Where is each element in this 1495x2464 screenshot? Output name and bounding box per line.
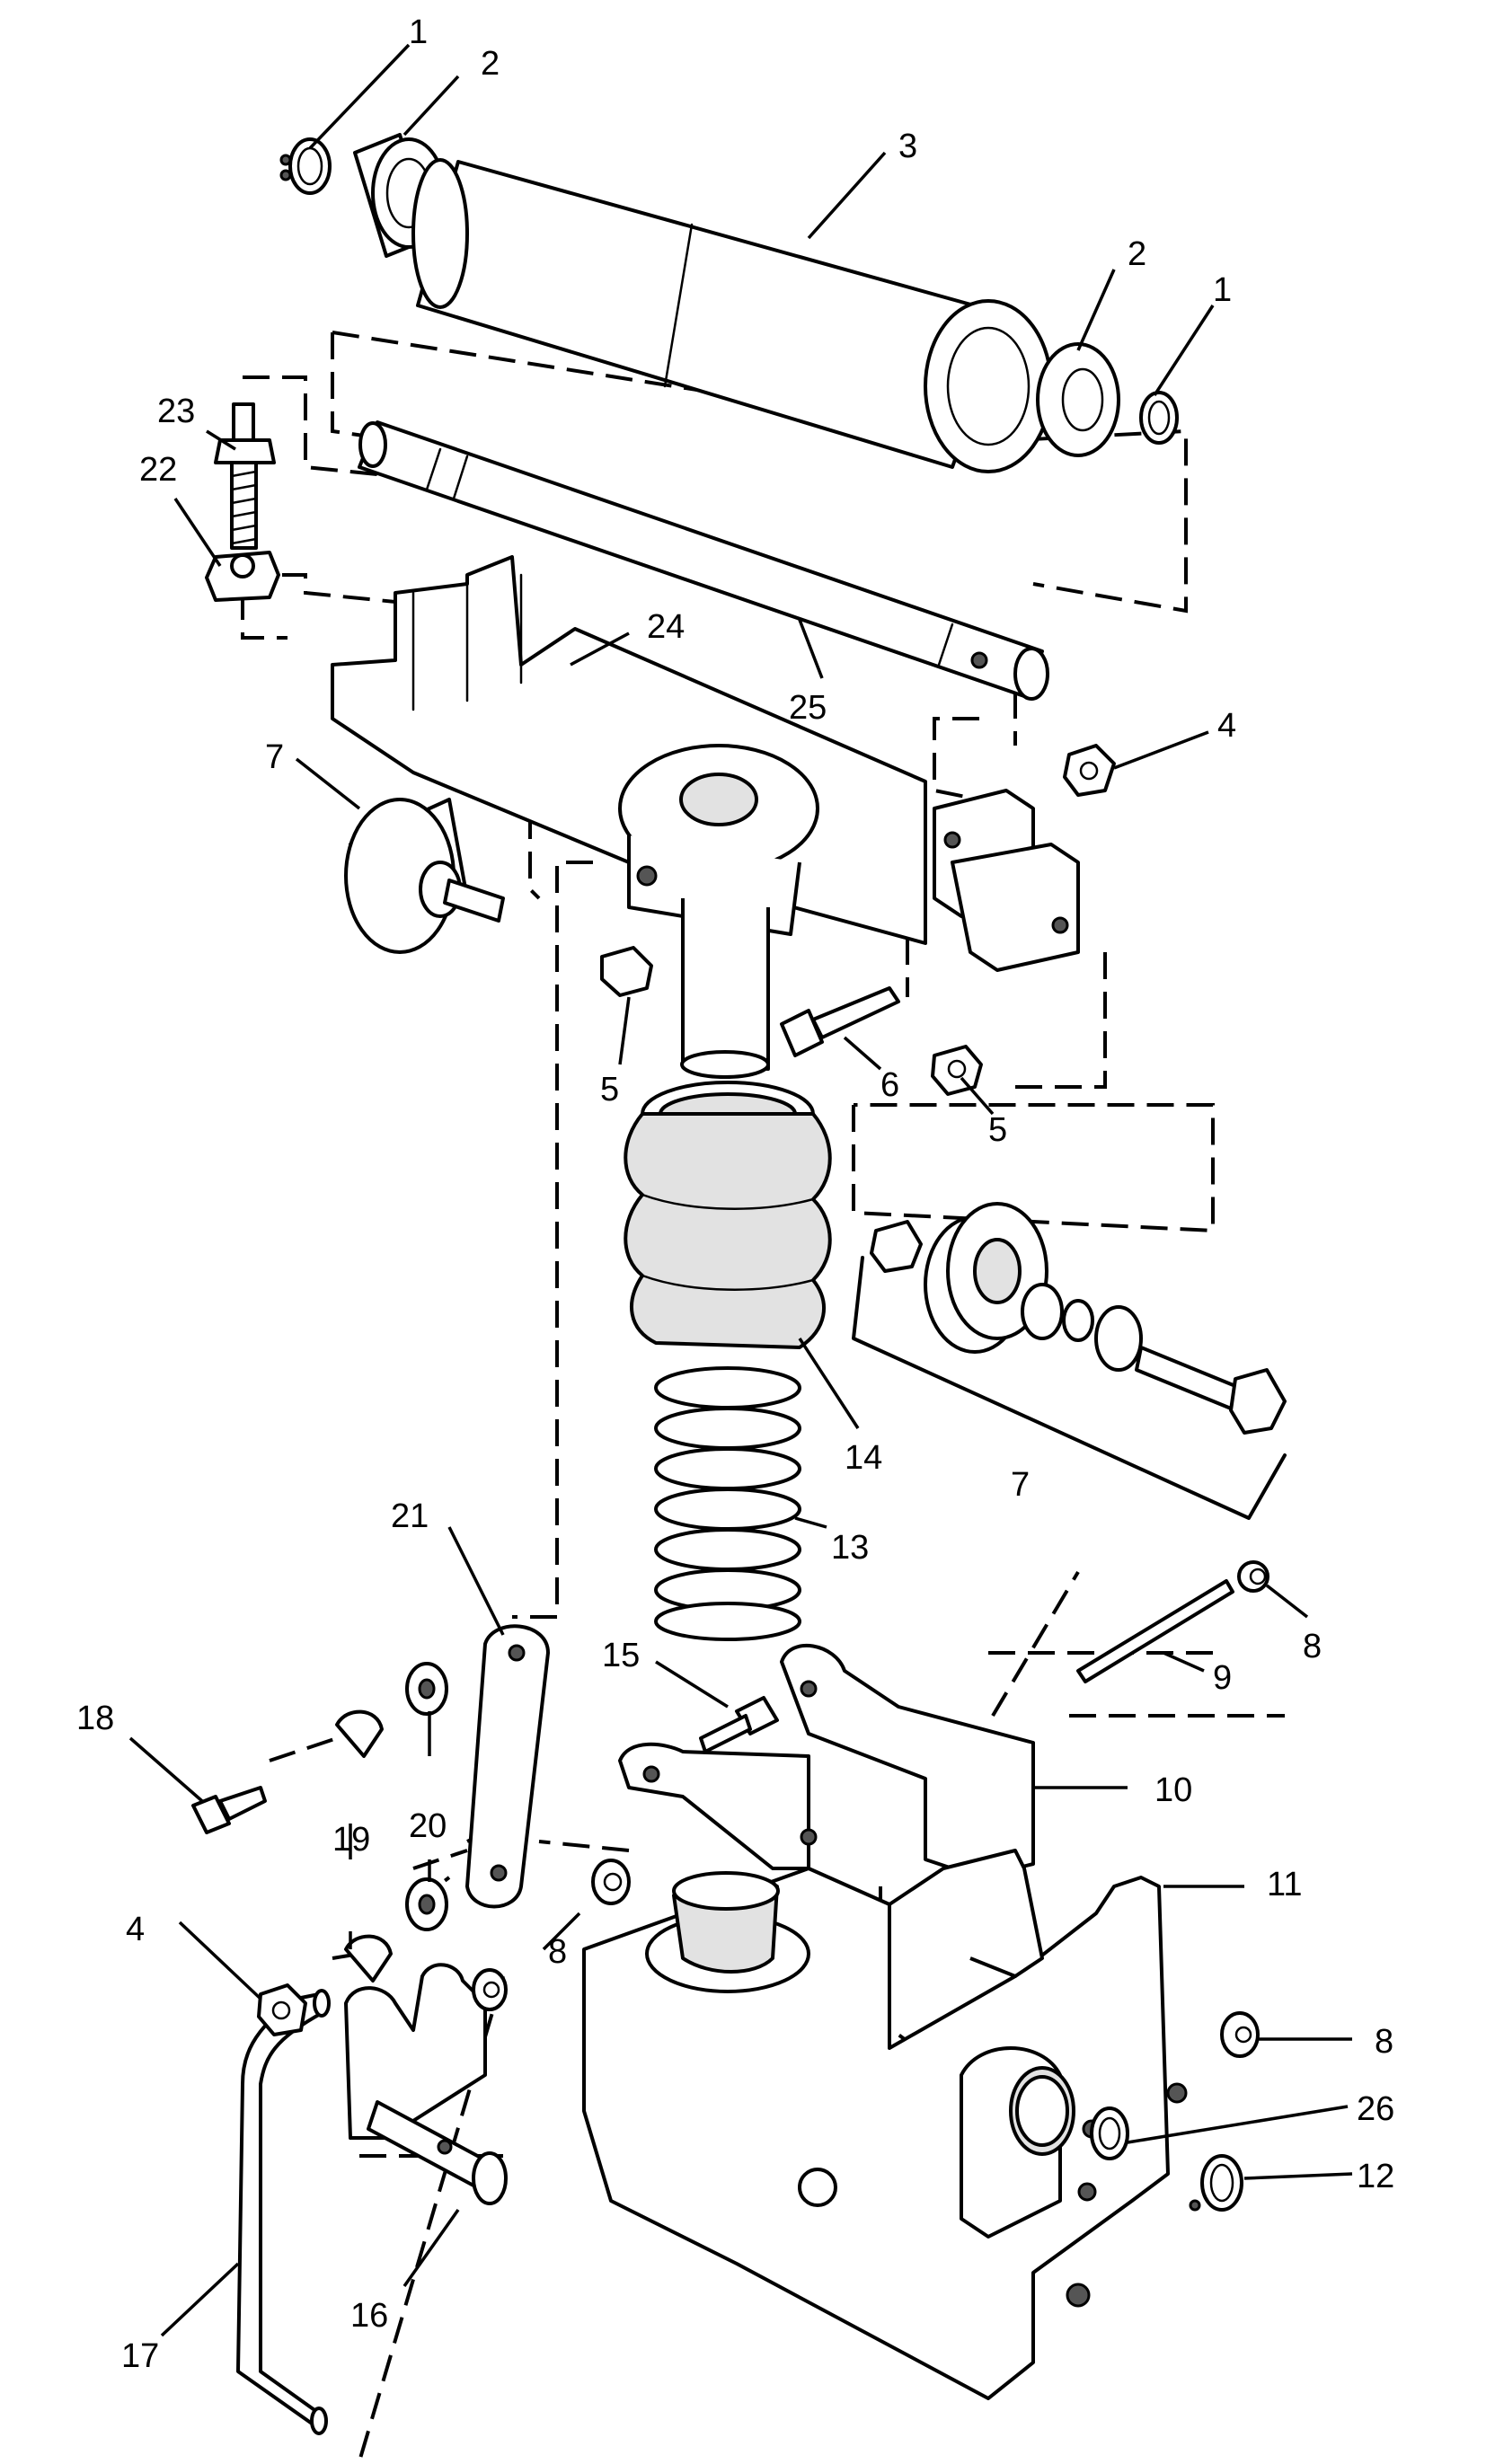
snap-ring [1189,2154,1243,2212]
adjustment-screw [214,402,276,550]
control-rod [236,1989,331,2435]
thrust-washer [1090,2106,1129,2160]
callout-20: 20 [409,1807,447,1845]
lock-nut-top-right [1063,744,1116,797]
callout-1: 1 [409,13,428,51]
callout-26: 26 [1357,2090,1394,2128]
callout-9: 9 [1213,1659,1232,1697]
spacers [405,1662,448,1931]
callout-12: 12 [1357,2158,1394,2195]
callout-numbers: 1 2 3 2 1 23 22 24 25 4 7 5 6 5 14 7 13 … [76,13,1394,2375]
coil-spring [654,1366,801,1641]
connecting-link [465,1624,550,1909]
callout-6: 6 [880,1066,899,1104]
callout-13: 13 [831,1529,869,1567]
retaining-ring-right [1139,391,1179,445]
leader-lines [128,43,1353,2337]
callout-16: 16 [350,2297,388,2335]
lock-nut-lower-left [257,1983,307,2036]
pivot-pin [1076,1560,1269,1683]
callout-7: 7 [1011,1466,1030,1504]
callout-19: 19 [332,1821,370,1859]
callout-22: 22 [139,451,177,489]
flanged-bushing-c [1220,2011,1260,2058]
callout-5: 5 [988,1111,1007,1149]
nut-left [600,946,653,997]
callout-3: 3 [898,128,917,165]
callout-14: 14 [845,1439,882,1477]
rubber-bellows [624,1081,832,1349]
callout-5: 5 [600,1071,619,1108]
roller-tube [411,158,1053,473]
base-casting [582,1849,1188,2400]
callout-25: 25 [789,689,827,727]
callout-10: 10 [1154,1771,1192,1809]
roller-shaft [358,420,1049,701]
callout-7: 7 [265,738,284,776]
nut-right [931,1045,983,1096]
stop-wheel-assembly-right [852,1202,1287,1520]
shims [335,1709,393,1983]
callout-18: 18 [76,1700,114,1737]
flanged-bushing-b [472,1968,508,2011]
flanged-bushing-a [591,1859,631,1905]
shoulder-bolt [780,986,900,1057]
bearing-right [1036,342,1120,457]
callout-23: 23 [157,393,195,430]
roller-yoke [331,555,1080,1079]
callout-11: 11 [1267,1866,1302,1903]
retaining-ring-top-left [279,137,332,195]
callout-4: 4 [126,1911,145,1948]
stop-wheel-left [344,798,505,954]
clevis-block [344,1963,508,2205]
jam-nut [205,551,280,602]
callout-15: 15 [602,1637,640,1674]
screw-15 [699,1696,779,1753]
cap-screw [191,1786,267,1834]
callout-8: 8 [548,1933,567,1971]
callout-24: 24 [647,608,685,646]
mounting-bracket [618,1644,1035,1879]
callout-2: 2 [1128,235,1146,273]
callout-21: 21 [391,1497,429,1535]
callout-4: 4 [1217,707,1236,745]
callout-8: 8 [1303,1628,1322,1665]
callout-8: 8 [1375,2023,1393,2061]
callout-2: 2 [481,45,500,83]
callout-17: 17 [121,2337,159,2375]
callout-1: 1 [1213,271,1232,309]
